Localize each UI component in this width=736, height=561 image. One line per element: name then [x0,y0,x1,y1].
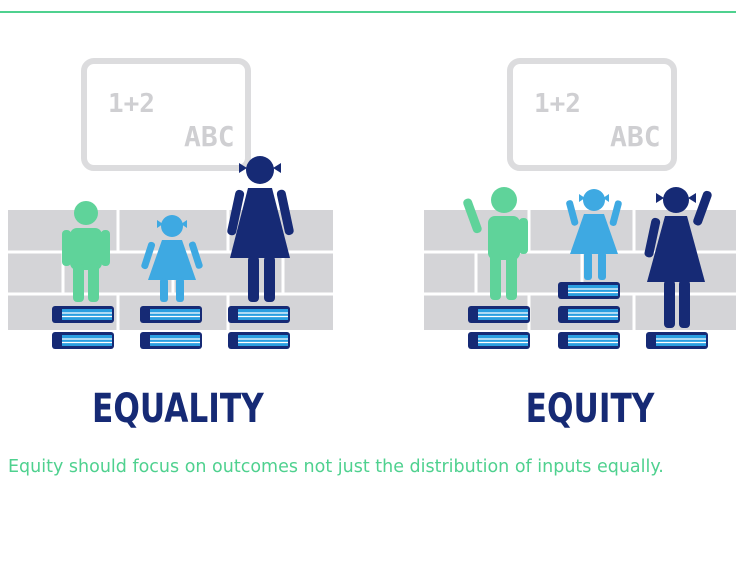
equality-illustration: 1+2 ABC [8,50,338,360]
child-girl-icon [141,215,203,302]
top-divider [0,11,736,13]
board-letters-text: ABC [610,120,661,153]
book-stack-icon [468,282,708,349]
caption-text: Equity should focus on outcomes not just… [8,457,664,477]
equity-illustration: 1+2 ABC [424,50,736,360]
child-girl-icon [566,189,622,280]
equity-scene: 1+2 ABC [424,58,736,349]
board-letters-text: ABC [184,120,235,153]
equality-scene: 1+2 ABC [8,58,333,349]
board-math-text: 1+2 [108,89,155,119]
child-boy-icon [463,187,528,300]
board-math-text: 1+2 [534,89,581,119]
child-boy-icon [62,201,110,302]
equity-heading: EQUITY [525,386,655,432]
equality-heading: EQUALITY [92,386,264,432]
book-stack-icon [52,306,290,349]
chalkboard-icon: 1+2 ABC [507,58,677,171]
chalkboard-icon: 1+2 ABC [81,58,251,171]
child-girl-icon [644,187,712,328]
child-girl-icon [227,156,294,302]
